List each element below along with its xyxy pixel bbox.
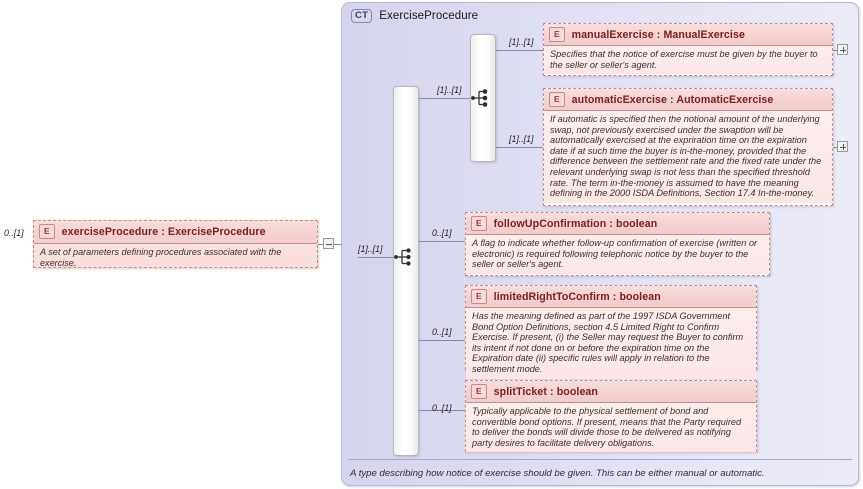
element-header: E followUpConfirmation : boolean bbox=[466, 213, 769, 235]
connector-choice-to-manual bbox=[496, 49, 543, 51]
element-name: splitTicket : boolean bbox=[493, 385, 599, 398]
element-documentation: Specifies that the notice of exercise mu… bbox=[544, 46, 832, 75]
manual-cardinality-label: [1]..[1] bbox=[509, 37, 534, 47]
choice-cardinality-label: [1]..[1] bbox=[437, 85, 462, 95]
split-cardinality-label: 0..[1] bbox=[432, 403, 452, 413]
element-badge-icon: E bbox=[471, 384, 487, 399]
connector-sequence-to-followup bbox=[419, 240, 465, 242]
element-documentation: Has the meaning defined as part of the 1… bbox=[466, 308, 756, 379]
element-box-manualExercise[interactable]: E manualExercise : ManualExercise Specif… bbox=[543, 23, 833, 76]
element-documentation: If automatic is specified then the notio… bbox=[544, 111, 832, 203]
element-box-automaticExercise[interactable]: E automaticExercise : AutomaticExercise … bbox=[543, 88, 833, 206]
element-name: exerciseProcedure : ExerciseProcedure bbox=[61, 225, 266, 238]
root-cardinality-label: 0..[1] bbox=[4, 228, 24, 238]
element-header: E splitTicket : boolean bbox=[466, 381, 756, 403]
element-badge-icon: E bbox=[549, 27, 565, 42]
sequence-compositor-bar[interactable] bbox=[393, 86, 419, 456]
element-box-exerciseProcedure[interactable]: E exerciseProcedure : ExerciseProcedure … bbox=[33, 220, 318, 268]
complextype-badge-icon: CT bbox=[351, 9, 373, 23]
sequence-icon bbox=[393, 244, 419, 270]
choice-icon bbox=[470, 85, 496, 111]
element-header: E limitedRightToConfirm : boolean bbox=[466, 286, 756, 308]
element-documentation: A flag to indicate whether follow-up con… bbox=[466, 235, 769, 274]
element-box-limitedRightToConfirm[interactable]: E limitedRightToConfirm : boolean Has th… bbox=[465, 285, 757, 379]
connector-panel-to-sequence bbox=[358, 256, 393, 258]
connector-sequence-to-limited bbox=[419, 339, 465, 341]
element-badge-icon: E bbox=[39, 224, 55, 239]
footer-divider bbox=[348, 459, 852, 460]
element-header: E manualExercise : ManualExercise bbox=[544, 24, 832, 46]
connector-sequence-to-split bbox=[419, 409, 465, 411]
element-documentation: Typically applicable to the physical set… bbox=[466, 403, 756, 453]
expand-toggle-automaticExercise[interactable] bbox=[837, 141, 848, 152]
element-box-followUpConfirmation[interactable]: E followUpConfirmation : boolean A flag … bbox=[465, 212, 770, 276]
connector-manual-to-expand bbox=[833, 49, 838, 51]
connector-automatic-to-expand bbox=[833, 146, 838, 148]
element-badge-icon: E bbox=[471, 289, 487, 304]
element-badge-icon: E bbox=[549, 92, 565, 107]
expand-toggle-manualExercise[interactable] bbox=[837, 44, 848, 55]
element-header: E exerciseProcedure : ExerciseProcedure bbox=[34, 221, 317, 244]
limited-cardinality-label: 0..[1] bbox=[432, 327, 452, 337]
complextype-title: ExerciseProcedure bbox=[379, 10, 479, 22]
element-box-splitTicket[interactable]: E splitTicket : boolean Typically applic… bbox=[465, 380, 757, 453]
element-documentation: A set of parameters defining procedures … bbox=[40, 247, 282, 268]
complextype-documentation: A type describing how notice of exercise… bbox=[350, 468, 765, 479]
followup-cardinality-label: 0..[1] bbox=[432, 228, 452, 238]
automatic-cardinality-label: [1]..[1] bbox=[509, 134, 534, 144]
connector-sequence-to-choice bbox=[419, 97, 470, 99]
element-name: manualExercise : ManualExercise bbox=[571, 28, 745, 41]
element-badge-icon: E bbox=[471, 216, 487, 231]
element-name: automaticExercise : AutomaticExercise bbox=[571, 93, 774, 106]
element-header: E automaticExercise : AutomaticExercise bbox=[544, 89, 832, 111]
element-name: limitedRightToConfirm : boolean bbox=[493, 290, 661, 303]
connector-choice-to-automatic bbox=[496, 146, 543, 148]
collapse-toggle-root[interactable] bbox=[323, 238, 334, 249]
complextype-header: CT ExerciseProcedure bbox=[351, 9, 478, 23]
element-name: followUpConfirmation : boolean bbox=[493, 217, 658, 230]
sequence-cardinality-label: [1]..[1] bbox=[358, 244, 383, 254]
